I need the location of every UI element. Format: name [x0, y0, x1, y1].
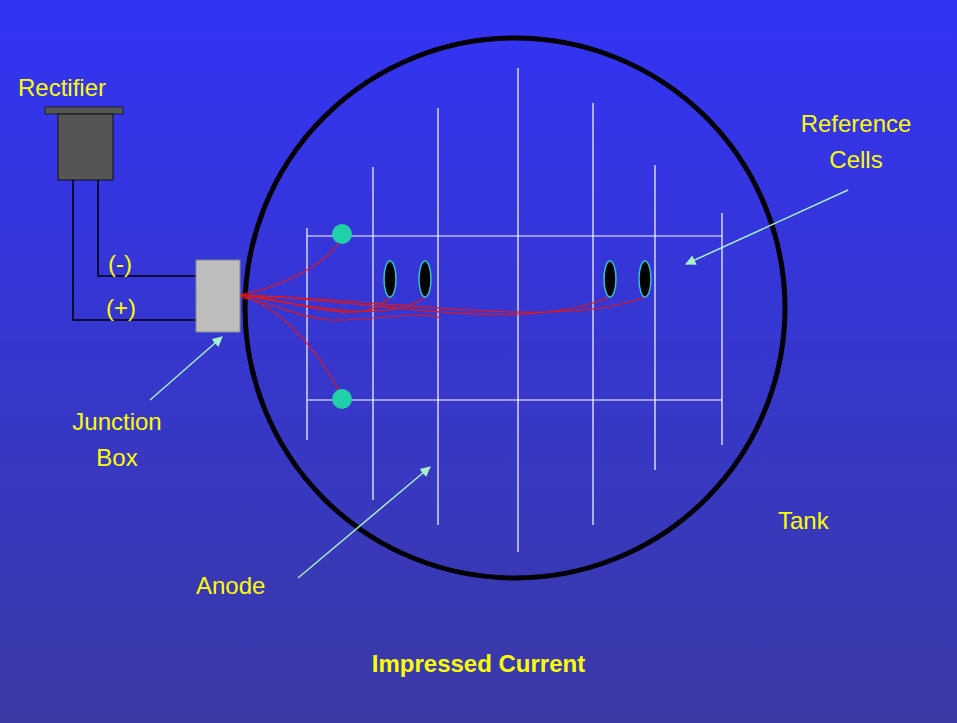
part-label: Reference Cells — [795, 106, 917, 178]
part-label: Tank — [778, 503, 829, 539]
anode-cables — [240, 240, 645, 394]
reference-cells — [384, 261, 651, 297]
slide-title: Impressed Current — [0, 650, 957, 678]
rectifier-plate — [45, 107, 123, 114]
part-label: Anode — [196, 568, 265, 604]
terminal-label: (-) — [108, 246, 132, 282]
part-label: Rectifier — [18, 70, 106, 106]
rectifier-body — [58, 114, 113, 180]
anode-connection — [332, 389, 352, 409]
terminal-label: (+) — [106, 290, 136, 326]
part-label: Junction Box — [58, 404, 176, 476]
leader-arrows — [150, 190, 848, 578]
anode-connection — [332, 224, 352, 244]
junction-box — [196, 260, 240, 332]
